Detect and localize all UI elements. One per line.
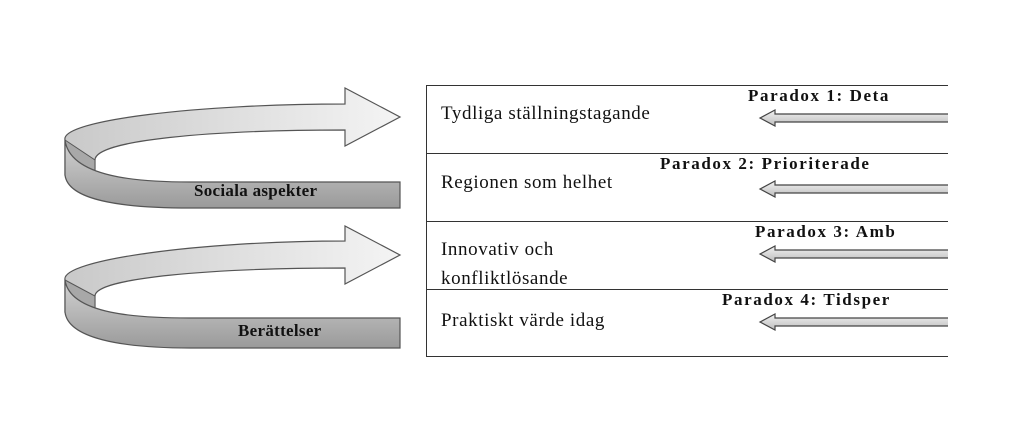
- arrow-label-social: Sociala aspekter: [194, 181, 318, 200]
- paradox-3-title: Paradox 3: Amb: [755, 222, 897, 241]
- crop-mask: [948, 0, 1013, 443]
- paradox-1-title: Paradox 1: Deta: [748, 86, 891, 105]
- row-3-text-line2: konfliktlösande: [441, 268, 569, 289]
- row-3-text-line1: Innovativ och: [441, 239, 554, 260]
- paradox-4-title: Paradox 4: Tidsper: [722, 290, 891, 309]
- arrow-label-stories: Berättelser: [238, 321, 322, 340]
- row-divider-3: [426, 289, 966, 290]
- row-1-text: Tydliga ställningstagande: [441, 103, 651, 124]
- row-4-text: Praktiskt värde idag: [441, 310, 605, 331]
- row-divider-1: [426, 153, 966, 154]
- paradox-2-title: Paradox 2: Prioriterade: [660, 154, 871, 173]
- curved-arrow-stories: [64, 225, 402, 349]
- row-2-text: Regionen som helhet: [441, 172, 613, 193]
- curved-arrow-social: [64, 87, 402, 209]
- row-divider-2: [426, 221, 966, 222]
